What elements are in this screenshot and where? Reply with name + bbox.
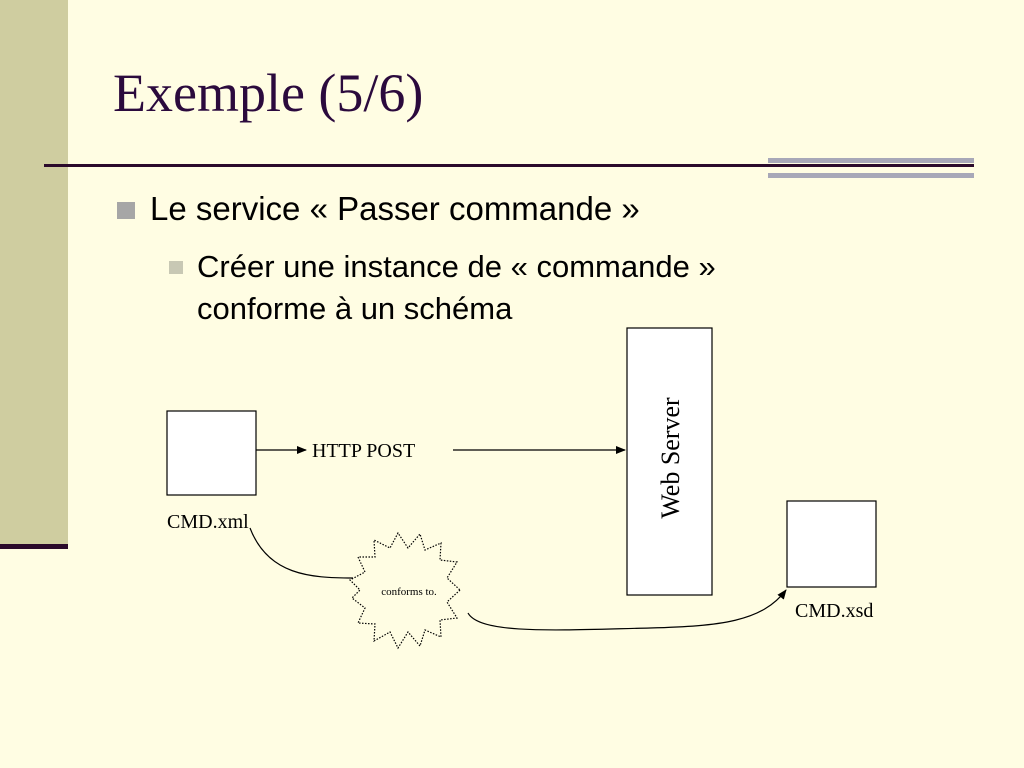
title-rule-accent-bottom xyxy=(768,173,974,178)
xml-document-box xyxy=(166,410,257,496)
bullet-level1-text: Le service « Passer commande » xyxy=(150,190,640,227)
bullet-square-icon xyxy=(169,261,183,274)
title-rule xyxy=(44,164,974,167)
sidebar-band-foot xyxy=(0,544,68,549)
conforms-curve-out xyxy=(467,589,787,631)
conforms-starburst-shape xyxy=(349,531,461,650)
conforms-curve-in xyxy=(249,527,354,579)
sidebar-band xyxy=(0,0,68,548)
slide-title: Exemple (5/6) xyxy=(113,63,424,123)
bullet-level2-line2: conforme à un schéma xyxy=(197,291,513,326)
web-server-box xyxy=(626,327,713,596)
bullet-square-icon xyxy=(117,202,135,219)
web-server-label: Web Server xyxy=(656,397,685,519)
bullet-level2-text: Créer une instance de « commande » confo… xyxy=(197,246,837,330)
xml-label: CMD.xml xyxy=(167,511,249,533)
xsd-schema-box xyxy=(786,500,877,588)
bullet-level2-line1: Créer une instance de « commande » xyxy=(197,249,716,284)
conforms-label: conforms to. xyxy=(381,586,437,598)
title-rule-accent-top xyxy=(768,158,974,163)
post-label: HTTP POST xyxy=(312,440,415,462)
xsd-label: CMD.xsd xyxy=(795,600,873,622)
